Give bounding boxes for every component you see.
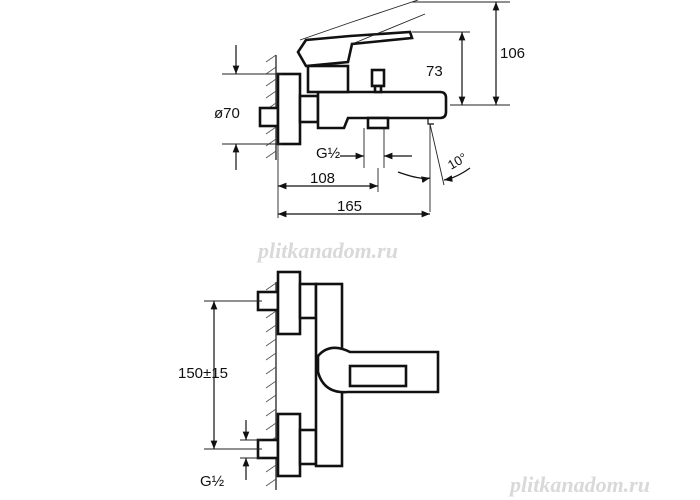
lever-ghost-side: [299, 0, 426, 45]
shower-outlet: [366, 116, 390, 130]
inlet-stub-top: [258, 106, 280, 128]
diverter-knob: [370, 68, 386, 88]
cartridge-side: [306, 64, 350, 94]
dim-70-label: ø70: [214, 105, 240, 122]
dim-73-label: 73: [426, 63, 443, 80]
connector-upper: [298, 282, 318, 320]
spout-tip: [427, 118, 434, 125]
dim-150-lines: [204, 300, 262, 450]
faucet-body-side: [316, 90, 448, 130]
dim-angle-label: 10°: [445, 150, 470, 173]
watermark-bottom-right: plitkanadom.ru: [508, 472, 650, 497]
diverter-stem: [373, 84, 383, 94]
dim-106-lines: [412, 1, 510, 106]
dim-thread-bottom-label: G½: [200, 473, 225, 490]
side-view: 106 73 ø70 G½ 10°: [214, 0, 525, 218]
body-connector: [298, 94, 320, 124]
escutcheon-upper: [276, 270, 302, 336]
dim-108-label: 108: [310, 170, 335, 187]
dim-108-lines: [277, 144, 379, 218]
front-view: 150±15 G½: [178, 270, 440, 490]
dim-150-label: 150±15: [178, 365, 228, 382]
dim-106-label: 106: [500, 45, 525, 62]
escutcheon-lower: [276, 412, 302, 478]
dim-angle-lines: [397, 123, 471, 212]
dim-73-lines: [412, 31, 470, 105]
connector-lower: [298, 428, 318, 466]
dim-thread-bottom-lines: [240, 420, 262, 480]
dim-165-label: 165: [337, 198, 362, 215]
escutcheon-side: [276, 72, 302, 146]
lever-slot: [348, 364, 408, 388]
lever-handle-side: [296, 30, 414, 68]
watermark-middle: plitkanadom.ru: [256, 238, 398, 263]
dim-thread-top-lines: [340, 128, 412, 168]
dim-70-lines: [222, 45, 282, 170]
dim-thread-top-label: G½: [316, 145, 341, 162]
